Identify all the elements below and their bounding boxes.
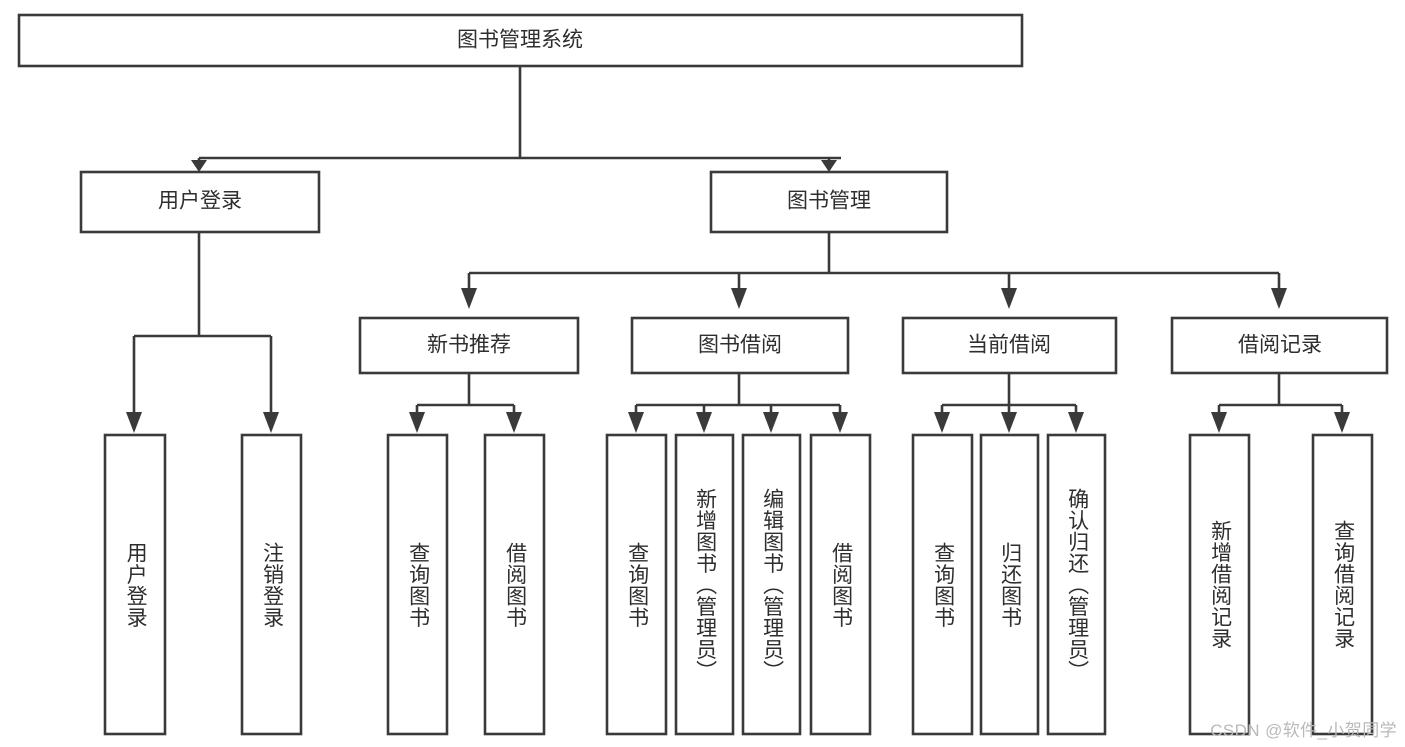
arrow-leaf-return-book bbox=[1001, 412, 1017, 433]
node-borrow-record[interactable]: 借阅记录 bbox=[1170, 316, 1389, 375]
arrow-to-book-borrow bbox=[731, 288, 747, 309]
node-user-login[interactable]: 用户登录 bbox=[79, 170, 321, 234]
node-book-borrow[interactable]: 图书借阅 bbox=[630, 316, 850, 375]
node-leaf-add-book-rect[interactable] bbox=[674, 433, 735, 736]
node-borrow-record-rect[interactable] bbox=[1170, 316, 1389, 375]
edges-current-borrow-to-leaves bbox=[934, 373, 1084, 433]
arrow-to-user-login bbox=[191, 160, 207, 172]
arrow-leaf-borrow-book-2 bbox=[832, 412, 848, 433]
node-leaf-user-login-rect[interactable] bbox=[103, 433, 167, 736]
node-leaf-query-record-rect[interactable] bbox=[1311, 433, 1374, 736]
edges-user-login-to-leaves bbox=[126, 232, 279, 433]
arrow-leaf-query-book-3 bbox=[934, 412, 950, 433]
node-leaf-borrow-book-2-rect[interactable] bbox=[809, 433, 872, 736]
arrow-to-new-book-rec bbox=[461, 288, 477, 309]
arrow-leaf-user-login bbox=[126, 412, 142, 433]
node-book-manage[interactable]: 图书管理 bbox=[709, 170, 949, 234]
arrow-leaf-add-book bbox=[696, 412, 712, 433]
node-new-book-rec-rect[interactable] bbox=[358, 316, 580, 375]
node-leaf-confirm-return-rect[interactable] bbox=[1046, 433, 1107, 736]
node-leaf-edit-book-rect[interactable] bbox=[741, 433, 802, 736]
node-new-book-rec[interactable]: 新书推荐 bbox=[358, 316, 580, 375]
node-borrow-record-label: 借阅记录 bbox=[1238, 334, 1322, 357]
node-current-borrow[interactable]: 当前借阅 bbox=[901, 316, 1118, 375]
node-leaf-query-book-2-rect[interactable] bbox=[605, 433, 668, 736]
arrow-leaf-query-book-2 bbox=[628, 412, 644, 433]
node-leaf-query-book-1-rect[interactable] bbox=[386, 433, 449, 736]
arrow-leaf-edit-book bbox=[763, 412, 779, 433]
node-book-manage-rect[interactable] bbox=[709, 170, 949, 234]
edges-root-to-level1 bbox=[191, 66, 841, 172]
node-root-label: 图书管理系统 bbox=[457, 29, 583, 52]
node-current-borrow-rect[interactable] bbox=[901, 316, 1118, 375]
arrow-leaf-borrow-book-1 bbox=[506, 412, 522, 433]
arrow-to-borrow-record bbox=[1271, 288, 1287, 309]
node-leaf-borrow-book-1-rect[interactable] bbox=[483, 433, 546, 736]
node-root[interactable]: 图书管理系统 bbox=[17, 13, 1024, 68]
edges-book-manage-to-level2 bbox=[461, 232, 1287, 309]
node-user-login-rect[interactable] bbox=[79, 170, 321, 234]
arrow-leaf-query-record bbox=[1334, 412, 1350, 433]
node-book-borrow-label: 图书借阅 bbox=[698, 334, 782, 357]
arrow-leaf-confirm-return bbox=[1068, 412, 1084, 433]
arrow-leaf-add-record bbox=[1211, 412, 1227, 433]
node-leaf-user-logout-rect[interactable] bbox=[240, 433, 303, 736]
edges-borrow-record-to-leaves bbox=[1211, 373, 1350, 433]
arrow-to-current-borrow bbox=[1001, 288, 1017, 309]
node-leaf-add-record-rect[interactable] bbox=[1188, 433, 1251, 736]
watermark-text: CSDN @软件_小贺同学 bbox=[1210, 721, 1397, 740]
edges-new-book-rec-to-leaves bbox=[409, 373, 522, 433]
node-leaf-query-book-3-rect[interactable] bbox=[911, 433, 974, 736]
node-leaf-return-book-rect[interactable] bbox=[979, 433, 1040, 736]
node-root-rect[interactable] bbox=[17, 13, 1024, 68]
arrow-leaf-user-logout bbox=[263, 412, 279, 433]
node-user-login-label: 用户登录 bbox=[158, 190, 242, 213]
arrow-leaf-query-book-1 bbox=[409, 412, 425, 433]
node-book-borrow-rect[interactable] bbox=[630, 316, 850, 375]
arrow-to-book-manage bbox=[821, 160, 837, 172]
node-current-borrow-label: 当前借阅 bbox=[967, 334, 1051, 357]
node-book-manage-label: 图书管理 bbox=[787, 190, 871, 213]
edges-book-borrow-to-leaves bbox=[628, 373, 848, 433]
node-new-book-rec-label: 新书推荐 bbox=[427, 334, 511, 357]
